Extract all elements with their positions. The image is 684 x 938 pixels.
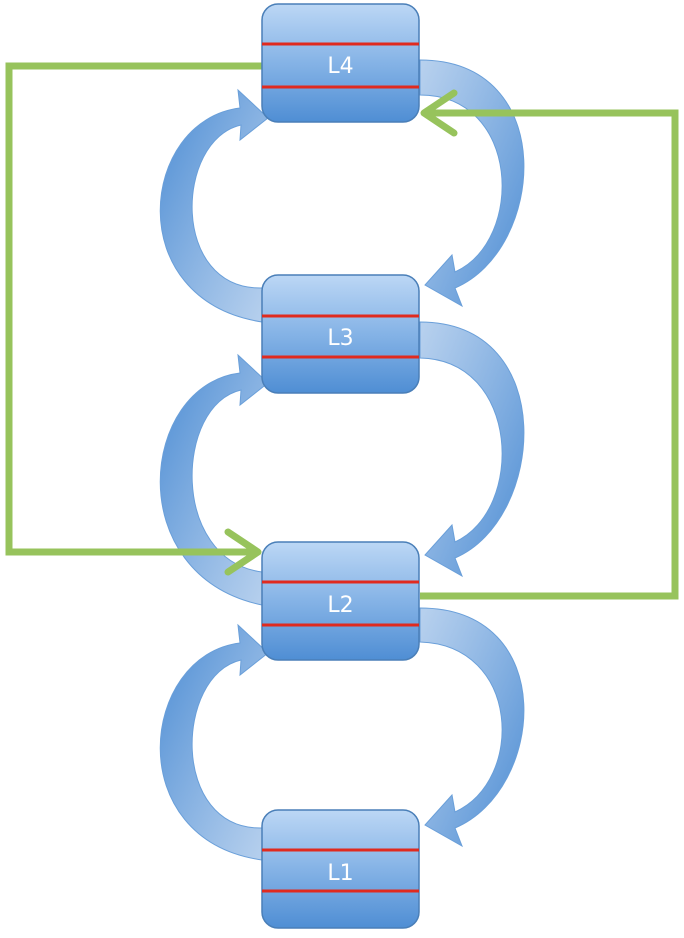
edge-l1-to-l2 (159, 623, 269, 861)
node-l2: L2 (261, 541, 420, 661)
node-l4: L4 (261, 3, 420, 123)
node-label-l2: L2 (327, 593, 353, 618)
edge-l4-to-l2-green (5, 62, 264, 576)
node-label-l3: L3 (327, 326, 353, 351)
edge-l4-to-l3 (419, 59, 525, 308)
edge-l2-to-l4-green (420, 89, 679, 600)
node-label-l1: L1 (327, 861, 353, 886)
node-l1: L1 (261, 809, 420, 929)
edge-l2-to-l3 (159, 353, 269, 606)
node-label-l4: L4 (327, 54, 353, 79)
node-l3: L3 (261, 274, 420, 394)
edge-l3-to-l4 (159, 88, 269, 323)
edge-l2-to-l1 (419, 607, 525, 848)
edge-l3-to-l2 (419, 321, 525, 578)
